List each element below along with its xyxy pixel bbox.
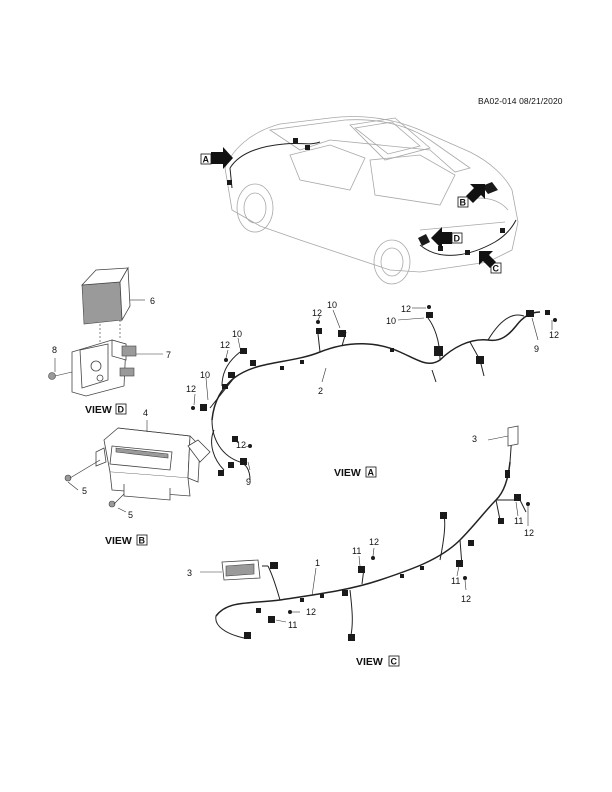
callout-1: 1 <box>315 558 320 568</box>
callout-12-c4: 12 <box>524 528 534 538</box>
callout-11-c3: 11 <box>451 576 460 586</box>
callout-10-a3: 10 <box>327 300 337 310</box>
view-arrow-a: A <box>200 147 233 169</box>
callout-3-a: 3 <box>472 434 477 444</box>
svg-text:D: D <box>118 405 125 415</box>
view-b-module <box>64 420 211 513</box>
callout-9-a2: 9 <box>246 477 251 487</box>
svg-text:A: A <box>368 468 375 478</box>
callout-12-c2: 12 <box>369 537 379 547</box>
document-id: BA02-014 08/21/2020 <box>478 96 563 106</box>
view-arrow-b: B <box>457 184 485 208</box>
svg-text:C: C <box>493 264 500 274</box>
svg-text:B: B <box>139 536 146 546</box>
view-arrow-d: D <box>431 227 463 249</box>
callout-11-c4: 11 <box>514 516 523 526</box>
svg-text:VIEW: VIEW <box>356 656 383 668</box>
callout-12-c1: 12 <box>306 607 316 617</box>
callout-8: 8 <box>52 345 57 355</box>
callout-11-c2: 11 <box>352 546 361 556</box>
callout-10-a4: 10 <box>386 316 396 326</box>
view-d-assembly <box>48 266 163 397</box>
callout-4: 4 <box>143 408 148 418</box>
svg-text:VIEW: VIEW <box>105 535 132 547</box>
svg-text:B: B <box>460 198 467 208</box>
callout-12-a3: 12 <box>312 308 322 318</box>
view-d-title: VIEW D <box>85 403 127 416</box>
vehicle-overview <box>224 116 519 285</box>
callout-10-a2: 10 <box>200 370 210 380</box>
callout-12-a5: 12 <box>549 330 559 340</box>
callout-12-a6: 12 <box>236 440 246 450</box>
view-a-title: VIEW A <box>334 466 377 479</box>
callout-7: 7 <box>166 350 171 360</box>
callout-11-c1: 11 <box>288 620 297 630</box>
view-c-harness <box>200 425 530 641</box>
callout-12-a2: 12 <box>186 384 196 394</box>
view-c-title: VIEW C <box>356 655 400 668</box>
callout-12-c3: 12 <box>461 594 471 604</box>
view-a-harness <box>191 305 557 481</box>
svg-text:D: D <box>454 234 461 244</box>
callout-5b: 5 <box>128 510 133 520</box>
view-b-title: VIEW B <box>105 534 148 547</box>
svg-text:C: C <box>391 657 398 667</box>
svg-text:VIEW: VIEW <box>85 404 112 416</box>
callout-12-a1: 12 <box>220 340 230 350</box>
callout-10-a1: 10 <box>232 329 242 339</box>
callout-6: 6 <box>150 296 155 306</box>
callout-3-c: 3 <box>187 568 192 578</box>
view-arrow-c: C <box>479 251 502 274</box>
svg-text:A: A <box>203 155 210 165</box>
callout-9-a1: 9 <box>534 344 539 354</box>
svg-text:VIEW: VIEW <box>334 467 361 479</box>
callout-2: 2 <box>318 386 323 396</box>
callout-12-a4: 12 <box>401 304 411 314</box>
callout-5a: 5 <box>82 486 87 496</box>
